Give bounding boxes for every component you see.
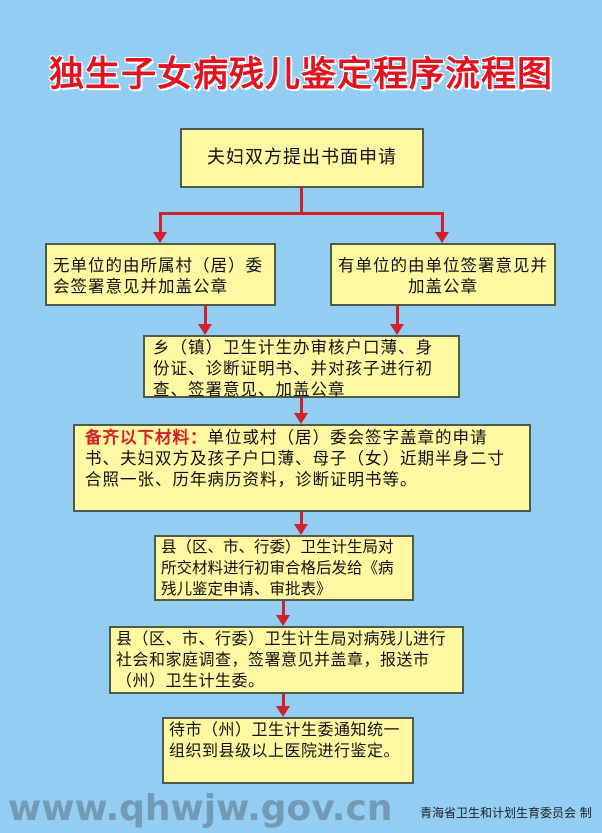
connector — [204, 306, 207, 325]
arrow-down-icon — [153, 232, 167, 243]
connector — [300, 188, 303, 214]
step-county-investigation: 县（区、市、行委）卫生计生局对病残儿进行社会和家庭调查，签署意见并盖章，报送市（… — [109, 626, 464, 694]
page-title: 独生子女病残儿鉴定程序流程图 — [48, 55, 553, 95]
step-text: 夫妇双方提出书面申请 — [207, 147, 397, 168]
step-text: 有单位的由单位签署意见并加盖公章 — [338, 256, 548, 296]
connector — [282, 694, 285, 707]
arrow-down-icon — [390, 324, 404, 335]
connector — [441, 212, 444, 234]
step-township-review: 乡（镇）卫生计生办审核户口薄、身份证、诊断证明书、并对孩子进行初查、签署意见、加… — [143, 335, 460, 399]
step-employer: 有单位的由单位签署意见并加盖公章 — [330, 243, 556, 306]
step-text: 乡（镇）卫生计生办审核户口薄、身份证、诊断证明书、并对孩子进行初查、签署意见、加… — [153, 338, 433, 399]
step-text: 县（区、市、行委）卫生计生局对所交材料进行初审合格后发给《病残儿鉴定申请、审批表… — [161, 538, 394, 598]
arrow-down-icon — [276, 615, 290, 626]
connector — [159, 212, 162, 234]
arrow-down-icon — [294, 413, 308, 424]
step-materials: 备齐以下材料：单位或村（居）委会签字盖章的申请书、夫妇双方及孩子户口薄、母子（女… — [73, 424, 531, 512]
materials-label: 备齐以下材料： — [85, 428, 208, 447]
connector — [396, 306, 399, 325]
step-text: 无单位的由所属村（居）委会签署意见并加盖公章 — [53, 256, 263, 296]
connector — [282, 601, 285, 616]
step-hospital-assessment: 待市（州）卫生计生委通知统一组织到县级以上医院进行鉴定。 — [162, 717, 414, 784]
step-no-employer: 无单位的由所属村（居）委会签署意见并加盖公章 — [45, 243, 276, 306]
connector — [300, 512, 303, 525]
credit-text: 青海省卫生和计划生育委员会 制 — [420, 806, 592, 820]
arrow-down-icon — [435, 232, 449, 243]
step-text: 单位或村（居）委会签字盖章的申请书、夫妇双方及孩子户口薄、母子（女）近期半身二寸… — [85, 428, 505, 489]
arrow-down-icon — [198, 324, 212, 335]
watermark: www.qhwjw.gov.cn — [8, 788, 393, 829]
connector — [159, 212, 444, 215]
arrow-down-icon — [294, 524, 308, 535]
step-text: 县（区、市、行委）卫生计生局对病残儿进行社会和家庭调查，签署意见并盖章，报送市（… — [116, 629, 447, 690]
step-county-initial-review: 县（区、市、行委）卫生计生局对所交材料进行初审合格后发给《病残儿鉴定申请、审批表… — [154, 535, 414, 601]
connector — [300, 398, 303, 414]
step-text: 待市（州）卫生计生委通知统一组织到县级以上医院进行鉴定。 — [169, 720, 401, 760]
arrow-down-icon — [276, 706, 290, 717]
step-apply: 夫妇双方提出书面申请 — [180, 128, 424, 188]
